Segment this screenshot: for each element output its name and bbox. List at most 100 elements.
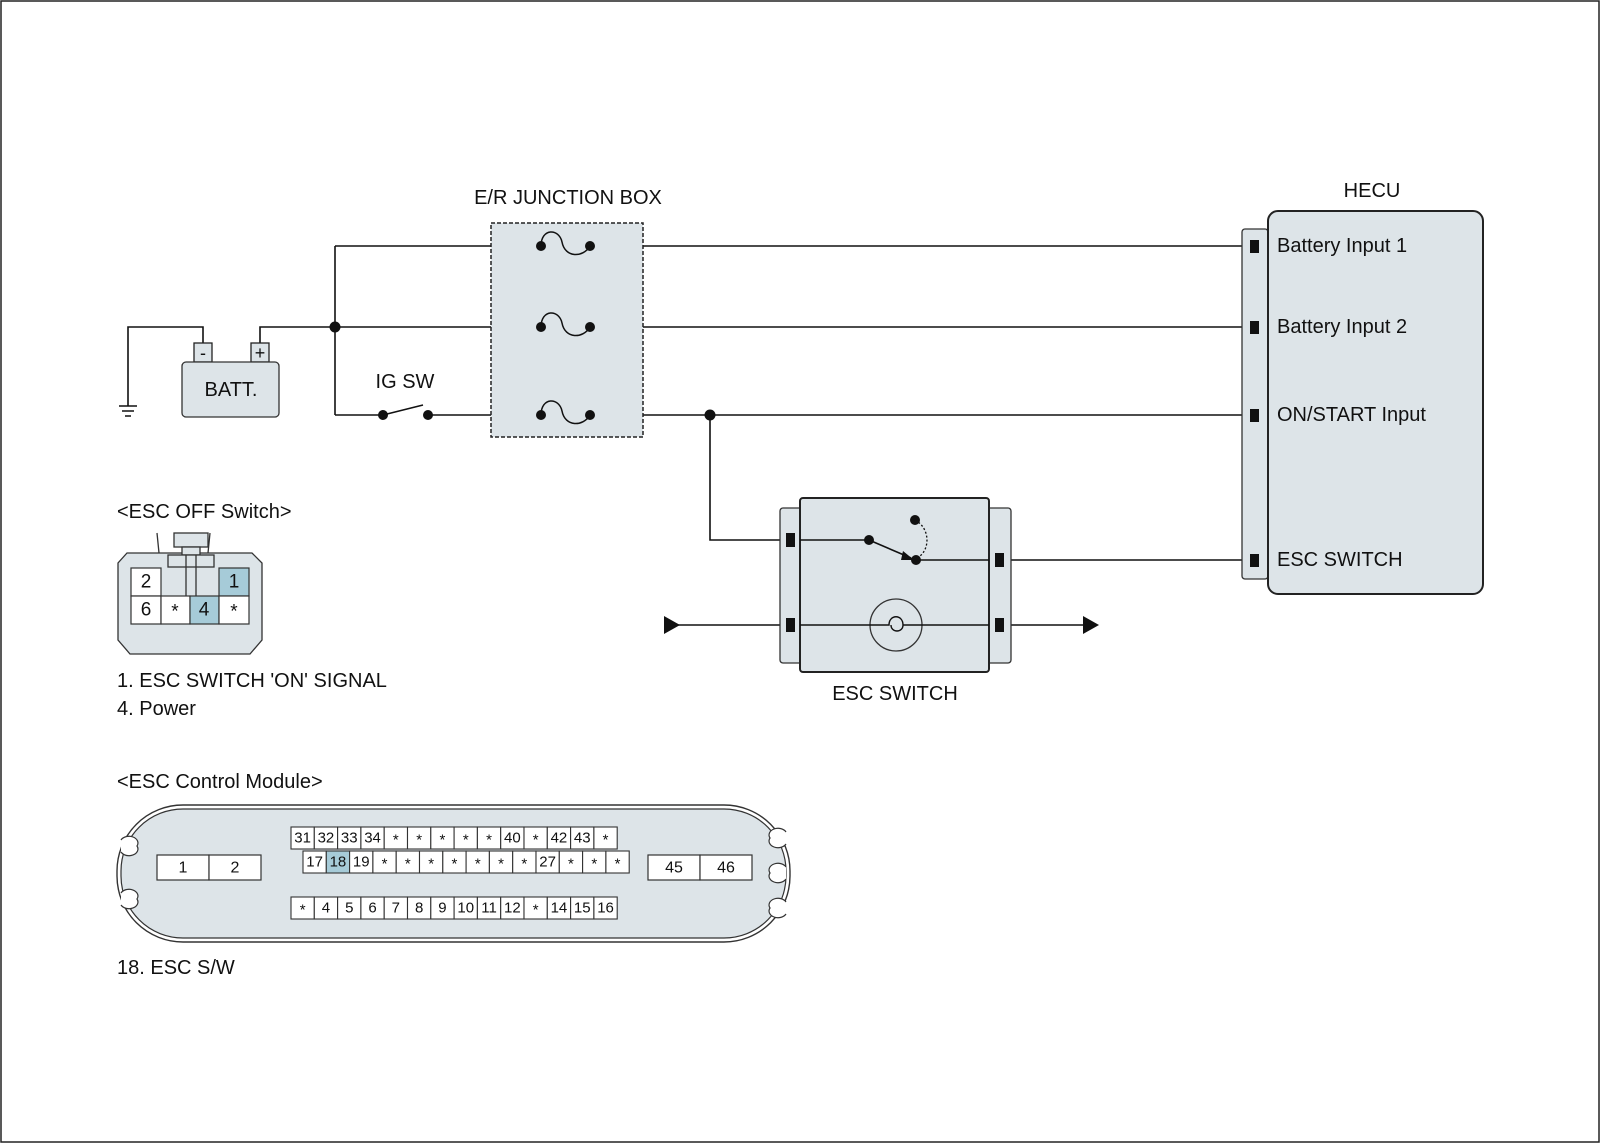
hecu-label: HECU — [1344, 180, 1401, 202]
battery-label: BATT. — [205, 379, 258, 401]
pin-number: 32 — [318, 830, 335, 847]
junction-box-label: E/R JUNCTION BOX — [474, 187, 662, 209]
hecu-pin-label: ESC SWITCH — [1277, 549, 1403, 571]
esc-switch-body — [799, 497, 990, 673]
pin-number: 10 — [457, 900, 474, 917]
hecu: HECU Battery Input 1 Battery Input 2 ON/… — [1241, 180, 1484, 595]
pin-number: * — [498, 856, 504, 873]
pin-number: 31 — [294, 830, 311, 847]
pin-number: * — [533, 832, 539, 849]
pin-cell — [130, 567, 162, 597]
ig-switch-contact — [382, 404, 424, 416]
hecu-connector — [1241, 228, 1269, 580]
fuse-3-icon — [540, 400, 591, 425]
pin-cell — [208, 854, 262, 881]
pin-cell — [156, 854, 210, 881]
pin-number: 16 — [597, 900, 614, 917]
pin-number: 4 — [199, 600, 210, 621]
pin-number: 9 — [438, 900, 446, 917]
pin-number: * — [416, 832, 422, 849]
pin-cell — [699, 854, 753, 881]
junction-dot — [329, 321, 341, 333]
wires — [127, 245, 1250, 626]
pin-note: 4. Power — [117, 698, 196, 720]
pin-number: * — [382, 856, 388, 873]
junction-dots — [329, 321, 716, 421]
pin-number: * — [428, 856, 434, 873]
battery-body — [181, 361, 280, 418]
pin-number: 2 — [231, 860, 240, 877]
ground-icon — [119, 405, 137, 417]
esc-switch-feed-wire — [709, 415, 789, 541]
esc-off-switch-connector: <ESC OFF Switch> 2 1 6 * 4 * 1. ESC SWIT… — [117, 501, 387, 720]
pin-cell — [605, 850, 630, 874]
fuse-1-icon — [540, 231, 591, 256]
pin-number: * — [393, 832, 399, 849]
esc-switch-component: ESC SWITCH — [779, 497, 1012, 705]
pin-number: 4 — [322, 900, 330, 917]
pin-number: * — [440, 832, 446, 849]
pin-number: 15 — [574, 900, 591, 917]
pin-number: 12 — [504, 900, 521, 917]
junction-dot — [704, 409, 716, 421]
pin-number: 1 — [229, 572, 240, 593]
esc-switch-label: ESC SWITCH — [832, 683, 958, 705]
pin-number: 45 — [665, 860, 683, 877]
battery: - + BATT. — [181, 342, 280, 418]
pin-cell — [160, 595, 191, 625]
pin-number: 18 — [330, 854, 347, 871]
pin-number: 6 — [368, 900, 376, 917]
pin-number: 27 — [539, 854, 556, 871]
pin-cell — [130, 595, 162, 625]
hecu-pin-label: Battery Input 2 — [1277, 316, 1407, 338]
pin-number: * — [171, 602, 179, 623]
pin-number: 7 — [392, 900, 400, 917]
pin-number: * — [591, 856, 597, 873]
pin-number: * — [533, 902, 539, 919]
pin-number: * — [230, 602, 238, 623]
pin-number: 1 — [179, 860, 188, 877]
illumination-in-arrow — [664, 616, 680, 634]
fuse — [536, 400, 595, 425]
pin-number: 40 — [504, 830, 521, 847]
hecu-body — [1267, 210, 1484, 595]
fuse-2-icon — [540, 312, 591, 337]
battery-positive-wire — [259, 326, 335, 345]
pin-cell — [593, 896, 618, 920]
pin-number: 43 — [574, 830, 591, 847]
hecu-pin-markers — [1250, 240, 1259, 567]
pin-number: 33 — [341, 830, 358, 847]
junction-box-body — [490, 222, 644, 438]
pin-cell — [647, 854, 701, 881]
pin-number: * — [521, 856, 527, 873]
pin-number: * — [486, 832, 492, 849]
pin-number: 5 — [345, 900, 353, 917]
hecu-pin-label: ON/START Input — [1277, 404, 1426, 426]
pin-number: * — [452, 856, 458, 873]
pin-number: * — [568, 856, 574, 873]
pin-cell — [593, 826, 618, 850]
pin-cell-highlighted — [218, 567, 250, 597]
esc-module-title: <ESC Control Module> — [117, 771, 323, 793]
pin-number: 17 — [306, 854, 323, 871]
pin-number: * — [405, 856, 411, 873]
pin-number: * — [475, 856, 481, 873]
pin-number: 14 — [551, 900, 568, 917]
pin-number: * — [463, 832, 469, 849]
pin-number: * — [300, 902, 306, 919]
pin-number: 46 — [717, 860, 735, 877]
pin-number: * — [603, 832, 609, 849]
esc-switch-pin-markers — [786, 533, 1004, 632]
pin-row-top: 31 32 33 34 * * * * * 40 * 42 43 * — [290, 826, 618, 850]
pin-number: 42 — [551, 830, 568, 847]
pin-number: 2 — [141, 572, 152, 593]
pin-number: 34 — [364, 830, 381, 847]
esc-off-switch-title: <ESC OFF Switch> — [117, 501, 292, 523]
pin-number: 11 — [481, 900, 497, 917]
battery-positive-label: + — [255, 343, 266, 363]
